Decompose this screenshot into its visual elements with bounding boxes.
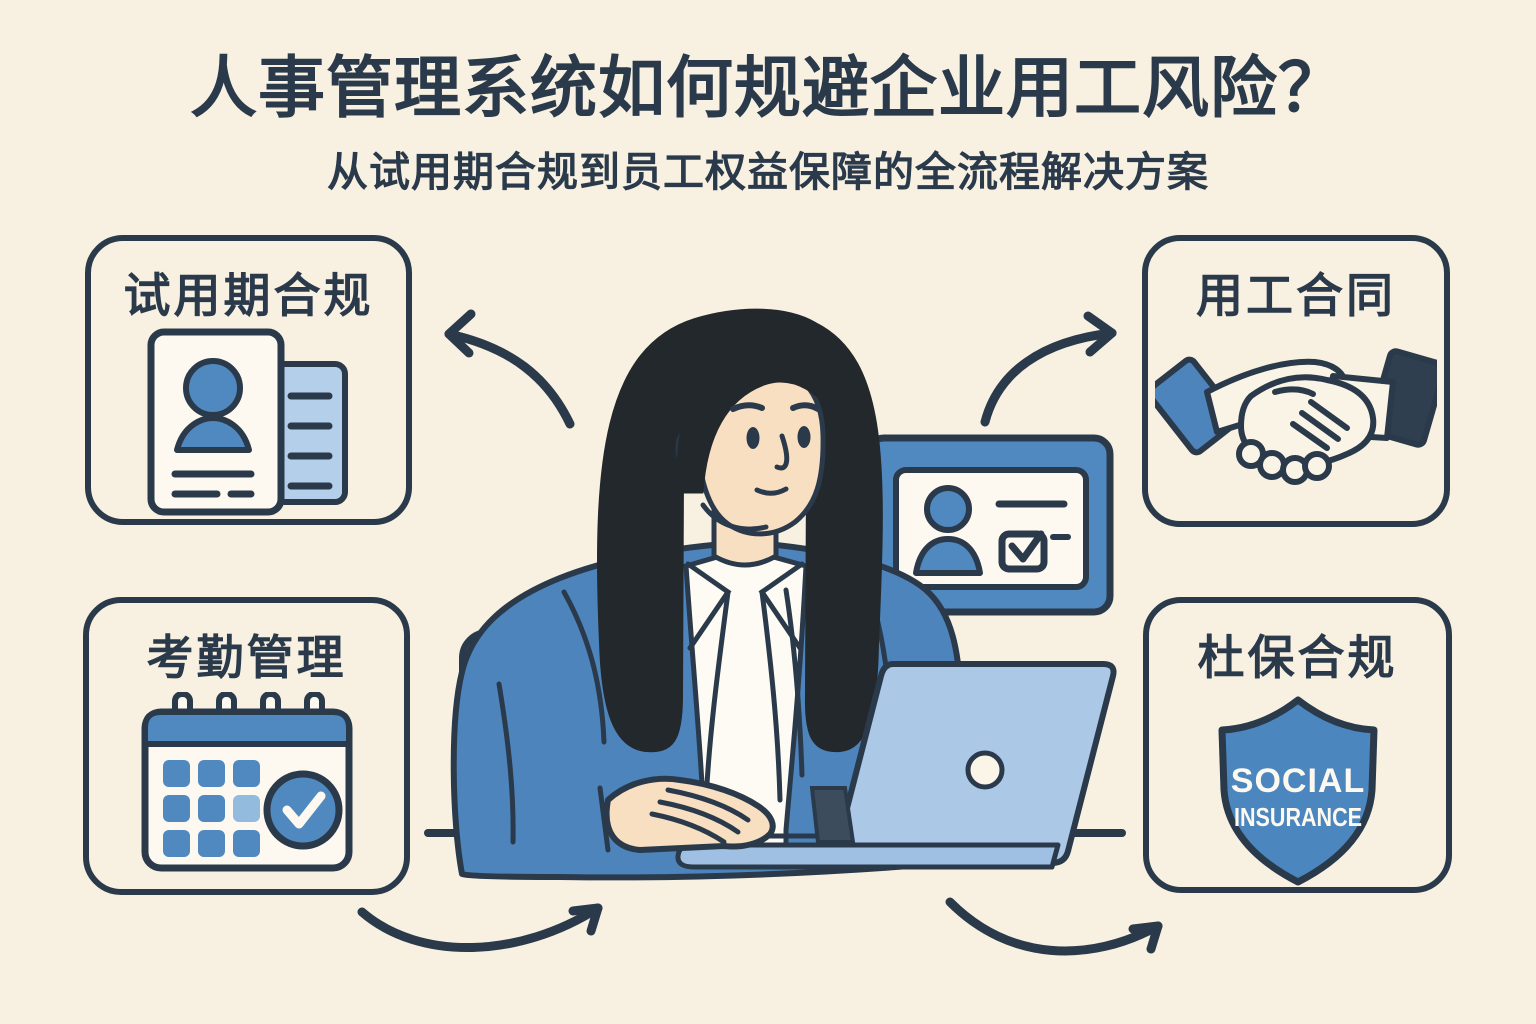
hand-on-laptop [597,775,776,853]
module-card-contract: 用工合同 [1142,235,1450,527]
eyebrow [730,402,765,412]
shield-text-line2: INSURANCE [1234,802,1362,832]
eyebrow [790,402,821,412]
checkmark-icon [1008,530,1045,563]
module-card-social-insurance: 杜保合规 SOCIAL INSURANCE [1143,597,1452,893]
calendar-check-icon [141,692,352,872]
calendar-header [141,709,352,747]
blazer-folds [496,561,895,845]
sleeve-cuff-line [597,785,611,853]
person-avatar-icon [182,358,243,418]
document-icon [271,361,348,505]
checkbox-icon [998,530,1048,573]
shield-shape [1218,696,1377,886]
social-insurance-shield-icon: SOCIAL INSURANCE [1218,696,1377,886]
person-avatar-icon [924,485,972,533]
module-label-social-insurance: 杜保合规 [1197,631,1398,684]
jaw-line [700,502,769,532]
face-features [700,402,821,532]
module-label-contract: 用工合同 [1196,269,1396,322]
mouth [754,486,789,496]
arrow-from-attendance [357,903,603,953]
page-title: 人事管理系统如何规避企业用工风险？ [190,51,1346,126]
module-card-probation: 试用期合规 [85,235,412,525]
arm-shadow [809,786,856,844]
arrow-to-probation [444,309,575,429]
eye [746,427,760,449]
module-label-attendance: 考勤管理 [146,631,347,684]
shield-text-line1: SOCIAL [1230,762,1364,800]
eye [797,426,811,448]
module-card-attendance: 考勤管理 [83,597,410,895]
id-card-graphic [864,434,1114,616]
laptop [675,661,1117,870]
page-subtitle: 从试用期合规到员工权益保障的全流程解决方案 [327,149,1209,195]
nose [774,433,790,471]
checkmark-icon [282,791,325,829]
clasped-hands [1238,374,1377,469]
flow-arrows [357,309,1163,956]
handshake-icon [1155,348,1437,485]
resume-card-icon [147,328,348,516]
laptop-logo [965,750,1005,790]
module-label-probation: 试用期合规 [123,269,374,322]
arrow-to-social-insurance [945,897,1163,956]
arrow-to-contract [980,311,1117,427]
check-circle [263,770,342,850]
